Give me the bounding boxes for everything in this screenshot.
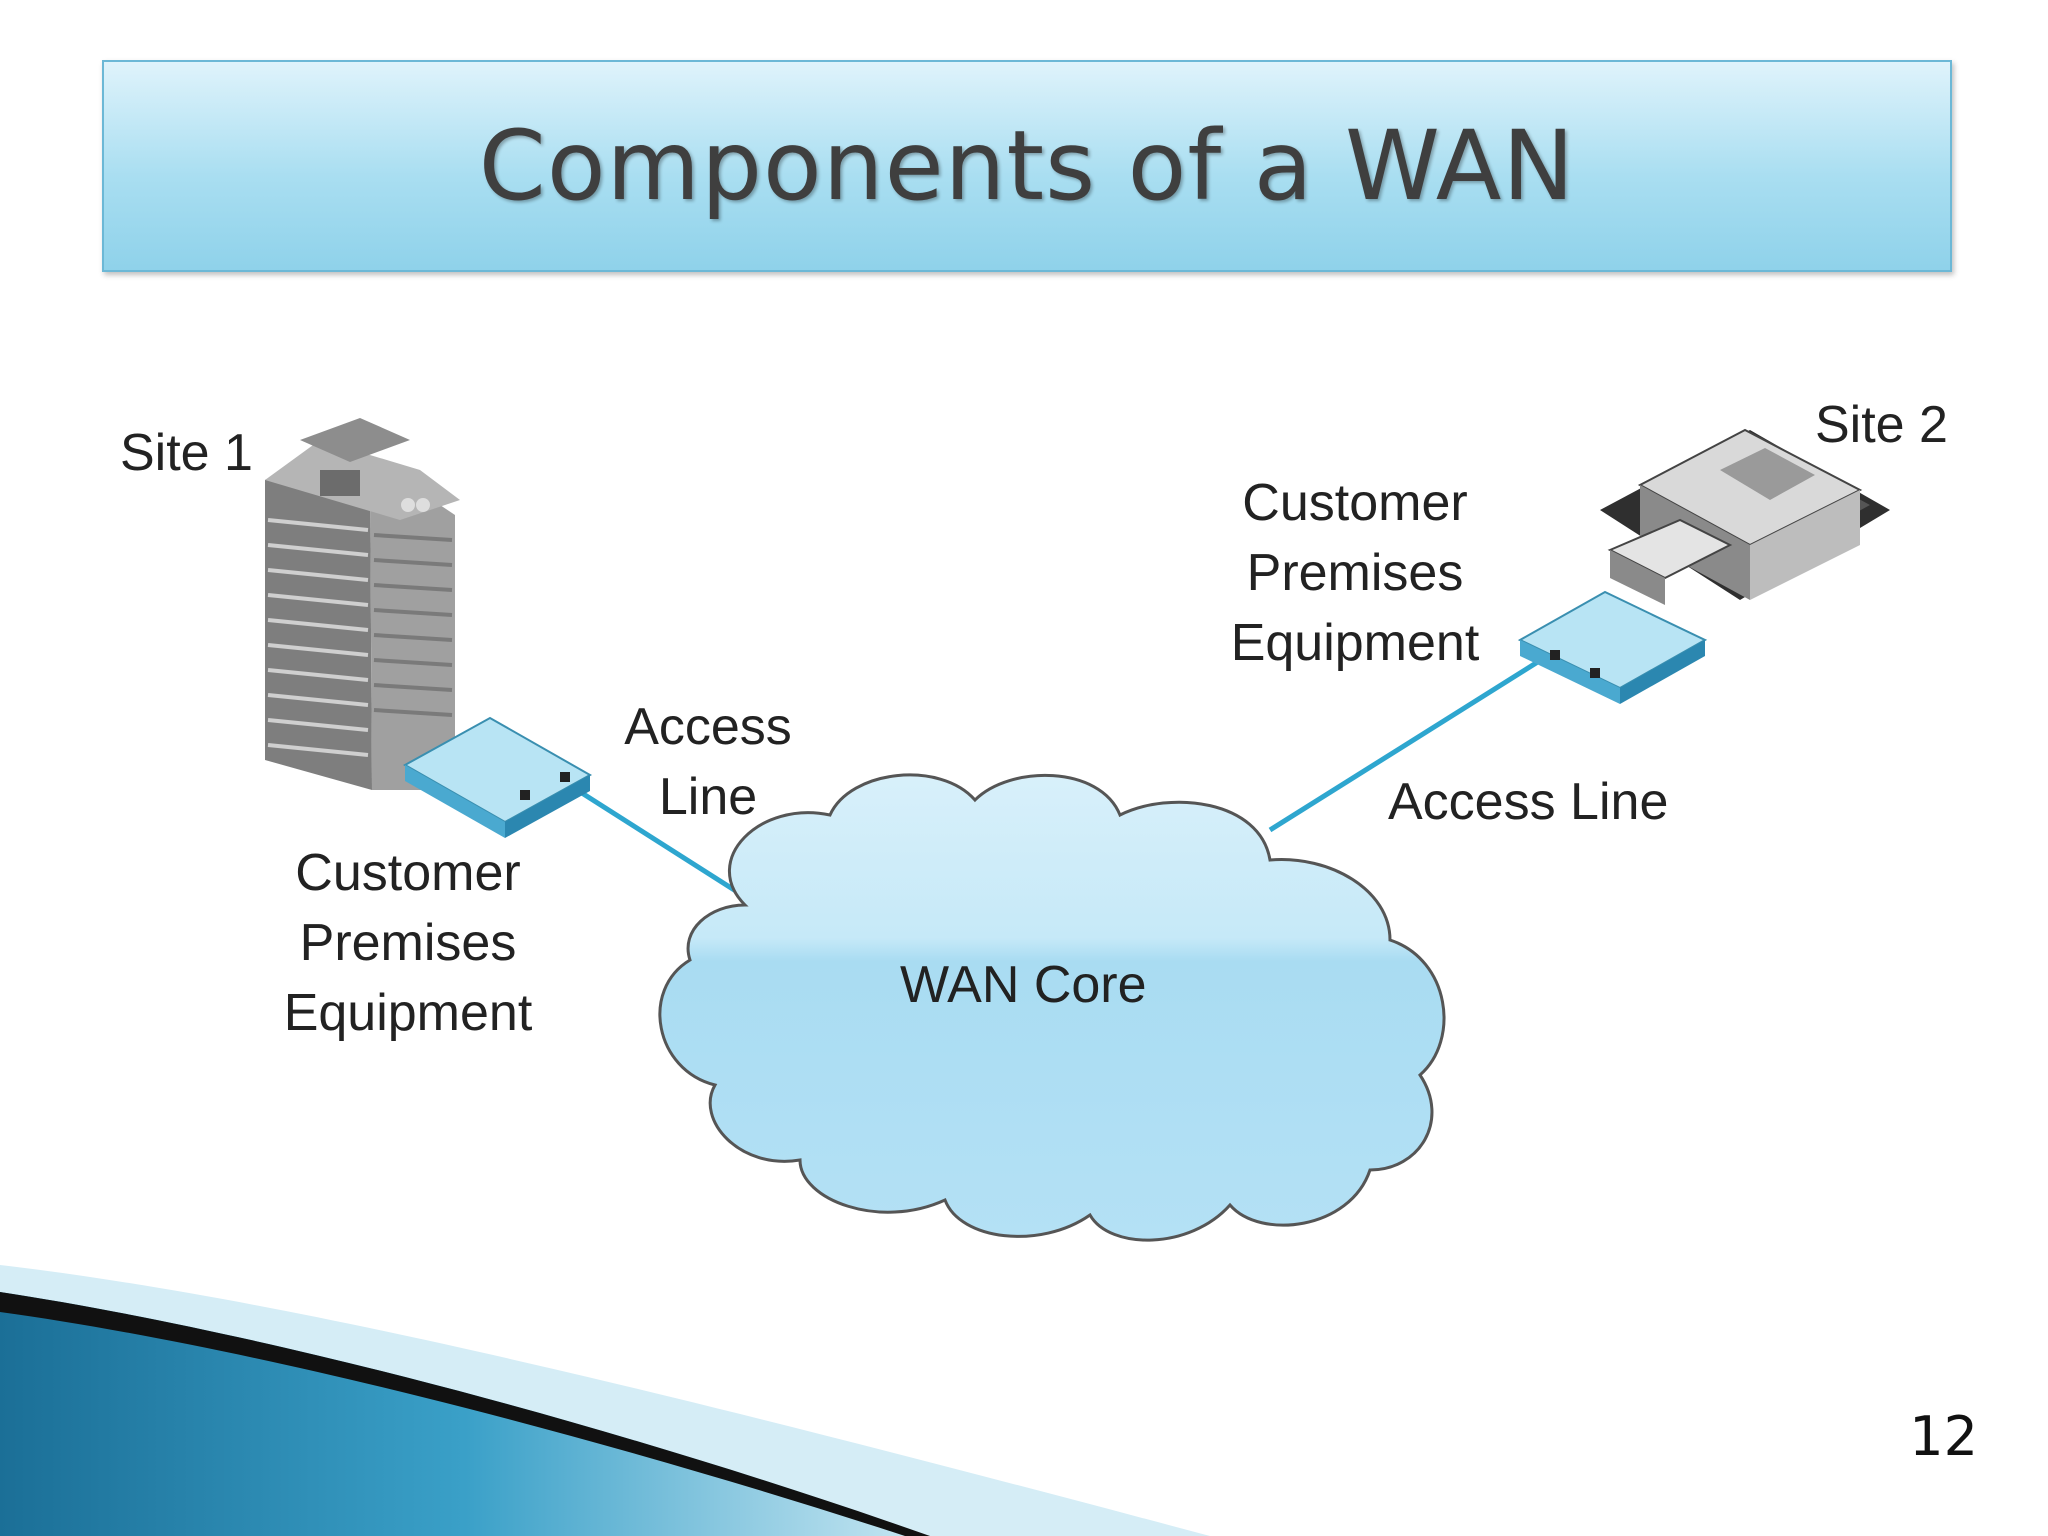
title-banner: Components of a WAN — [102, 60, 1952, 272]
site2-cpe-label-line: Customer — [1242, 474, 1468, 532]
wan-core-label: WAN Core — [900, 956, 1147, 1014]
site1-access-label-line: Access — [624, 698, 792, 756]
site2-cpe-label: Customer Premises Equipment — [1210, 468, 1500, 678]
site1-building-icon — [265, 418, 460, 790]
slide-number: 12 — [1909, 1405, 1978, 1468]
site1-cpe-label: Customer Premises Equipment — [258, 838, 558, 1048]
site2-building-icon — [1600, 428, 1890, 605]
site2-cpe-label-line: Equipment — [1230, 614, 1480, 672]
site1-access-line-label: Access Line — [608, 692, 808, 832]
corner-swoosh — [0, 1265, 1210, 1536]
site1-cpe-label-line: Premises — [299, 914, 517, 972]
site1-cpe-label-line: Customer — [295, 844, 521, 902]
site2-cpe-label-line: Premises — [1246, 544, 1464, 602]
site2-label: Site 2 — [1815, 396, 1948, 454]
wan-core-cloud — [658, 773, 1446, 1242]
site2-access-line-label: Access Line — [1388, 773, 1669, 831]
access-line-right — [1268, 645, 1562, 833]
site1-router-icon — [402, 716, 593, 838]
site2-router-icon — [1517, 590, 1708, 704]
site1-cpe-label-line: Equipment — [283, 984, 533, 1042]
site1-label: Site 1 — [120, 424, 253, 482]
slide-title: Components of a WAN — [478, 110, 1576, 222]
site1-access-label-line: Line — [658, 768, 758, 826]
